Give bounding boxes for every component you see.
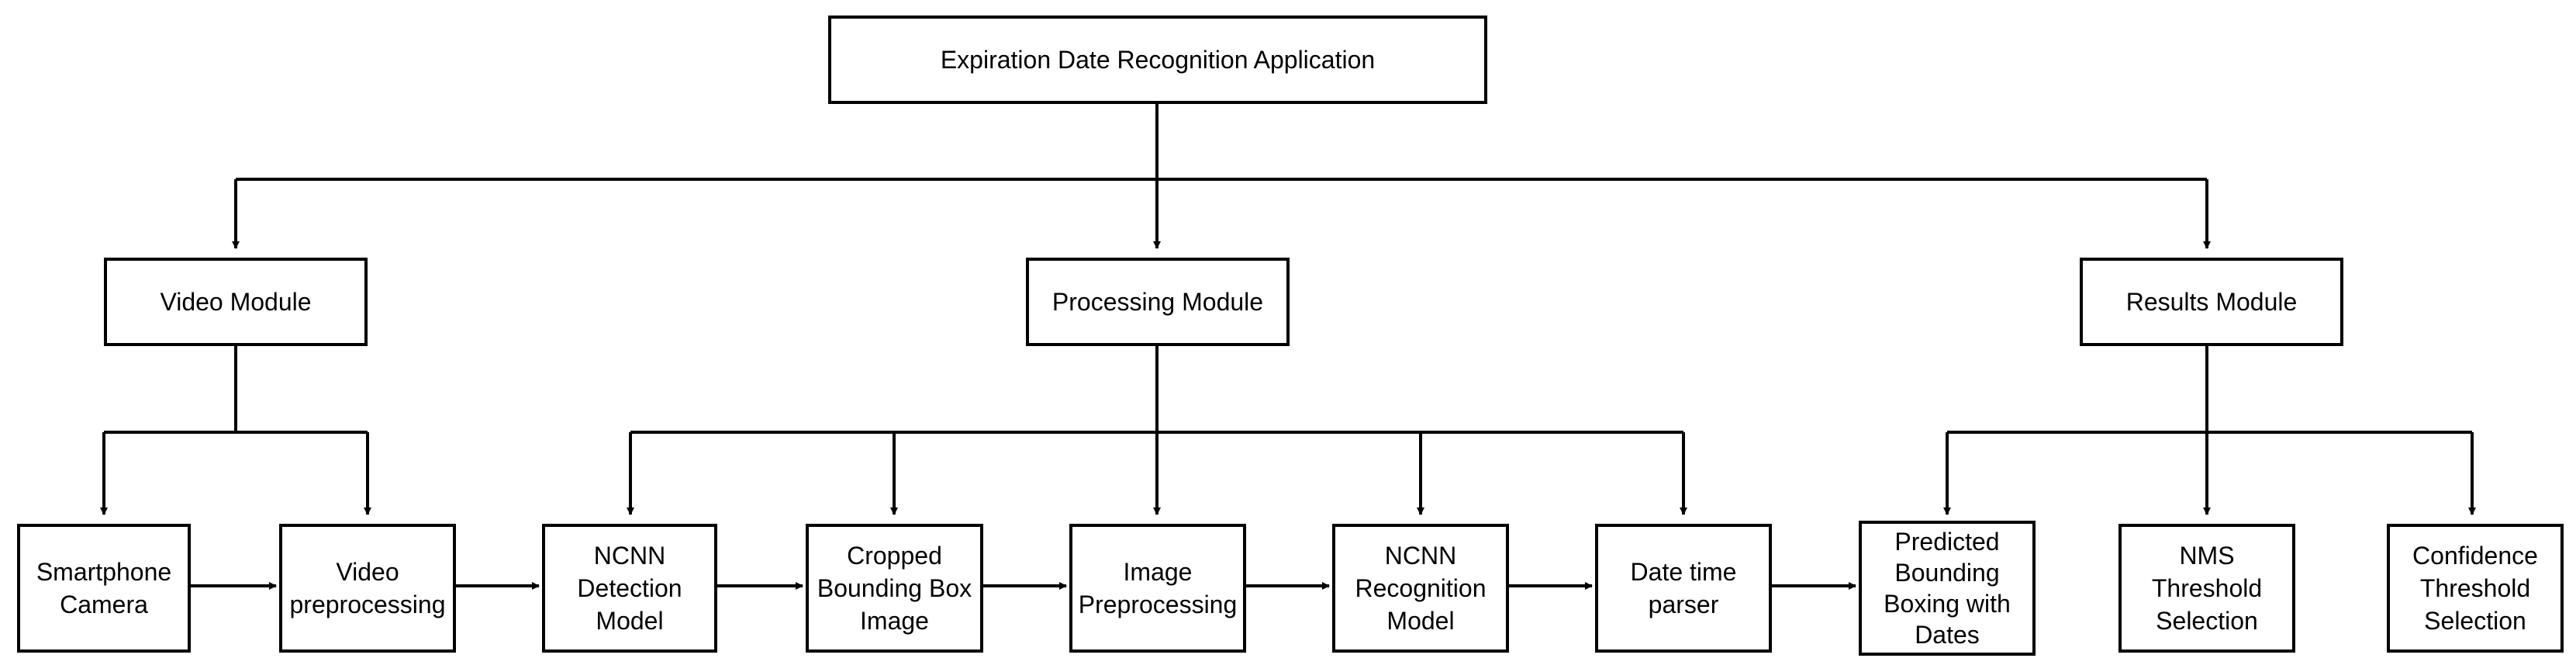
video-preprocessing-node: Video preprocessing	[279, 524, 456, 653]
processing-module-node: Processing Module	[1026, 258, 1290, 346]
results-module-node: Results Module	[2080, 258, 2343, 346]
cropped-bounding-box-image-node: Cropped Bounding Box Image	[806, 524, 983, 653]
ncnn-recognition-model-node: NCNN Recognition Model	[1332, 524, 1509, 653]
ncnn-detection-model-node: NCNN Detection Model	[542, 524, 717, 653]
date-time-parser-node: Date time parser	[1595, 524, 1772, 653]
predicted-bounding-boxing-node: Predicted Bounding Boxing with Dates	[1859, 521, 2036, 656]
smartphone-camera-node: Smartphone Camera	[17, 524, 191, 653]
confidence-threshold-selection-node: Confidence Threshold Selection	[2387, 524, 2564, 653]
image-preprocessing-node: Image Preprocessing	[1069, 524, 1246, 653]
nms-threshold-selection-node: NMS Threshold Selection	[2118, 524, 2295, 653]
root-node: Expiration Date Recognition Application	[828, 16, 1487, 104]
video-module-node: Video Module	[104, 258, 368, 346]
